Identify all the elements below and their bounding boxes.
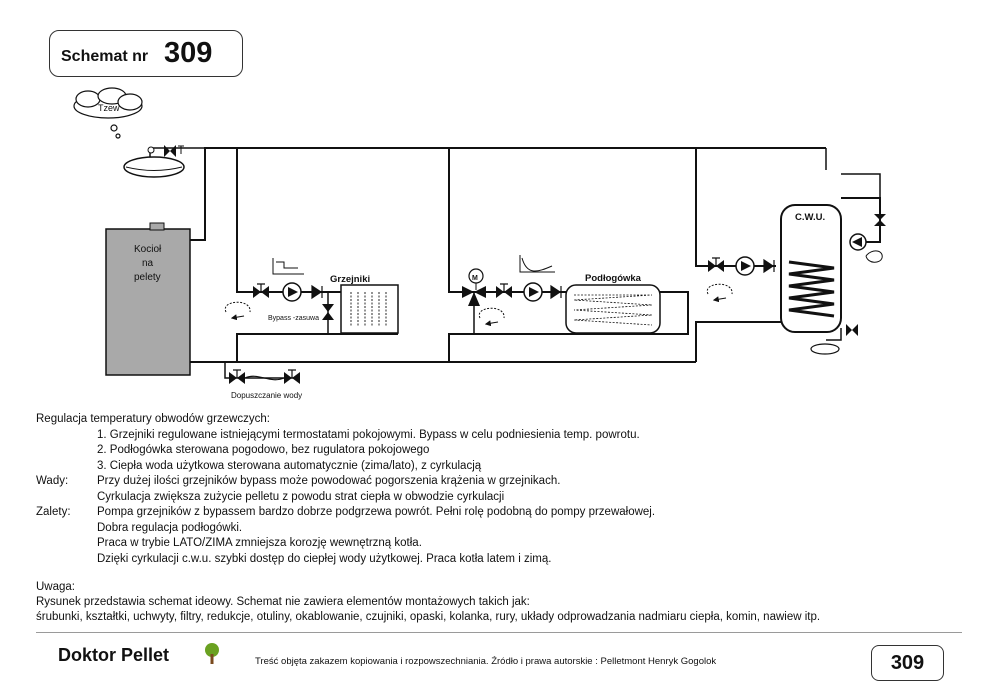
mixing-valve-motor-label: M — [472, 275, 478, 282]
dhw-check-valve-icon — [763, 258, 775, 274]
radiator-pump-icon — [282, 282, 302, 302]
floor-check-valve-icon — [550, 284, 562, 300]
fill-label: Dopuszczanie wody — [231, 391, 302, 400]
floor-valve-icon — [496, 283, 512, 298]
boiler — [105, 228, 191, 376]
heating-diagram: Tzew Kocioł na pelety Grzejniki Bypass -… — [73, 87, 886, 400]
dhw-safety-valve-icon — [846, 324, 858, 336]
note-line: Rysunek przedstawia schemat ideowy. Sche… — [36, 596, 530, 608]
circulation-loop-icon — [865, 250, 883, 263]
title-label: Schemat nr — [61, 48, 149, 65]
brand-logo-text: Doktor Pellet — [58, 645, 170, 665]
boiler-label-line1: Kocioł — [134, 244, 162, 255]
description-row: 3. Ciepła woda użytkowa sterowana automa… — [97, 459, 482, 472]
floor-supply — [448, 148, 566, 293]
radiator-valve-icon — [253, 283, 269, 298]
dhw-top-valve-icon — [874, 214, 886, 226]
floor-label: Podłogówka — [585, 273, 642, 284]
cloud-label: Tzew — [98, 103, 120, 113]
radiator-flow-arrow — [224, 301, 251, 313]
dhw-pump-icon — [735, 256, 755, 276]
boiler-label-line3: pelety — [134, 272, 161, 283]
tree-logo-icon — [205, 643, 219, 664]
bypass-label: Bypass -zasuwa — [268, 315, 319, 322]
floor-heating-panel — [565, 284, 661, 334]
description-row: 1. Grzejniki regulowane istniejącymi ter… — [97, 428, 640, 441]
description-row: Dobra regulacja podłogówki. — [97, 521, 243, 534]
floor-return — [448, 291, 689, 362]
radiator — [340, 284, 399, 334]
weather-curve-graph-icon — [519, 255, 555, 273]
dhw-label: C.W.U. — [795, 212, 825, 223]
dhw-right-pipe — [841, 173, 881, 198]
title-number: 309 — [164, 37, 213, 69]
description-row: Zalety:Pompa grzejników z bypassem bardz… — [36, 506, 656, 518]
description-row: Praca w trybie LATO/ZIMA zmniejsza koroz… — [97, 537, 422, 549]
copyright-text: Treść objęta zakazem kopiowania i rozpow… — [255, 656, 717, 667]
description-row: Wady:Przy dużej ilości grzejników bypass… — [36, 475, 561, 487]
dhw-valve-icon — [708, 257, 724, 272]
check-valve-icon — [311, 284, 323, 300]
boiler-sensor — [149, 222, 165, 231]
cloud-icon — [73, 87, 143, 139]
description-row: Regulacja temperatury obwodów grzewczych… — [36, 413, 270, 425]
room-thermostat-graph-icon — [272, 258, 304, 275]
dhw-expansion-tank — [810, 343, 840, 355]
fill-valve-1-icon — [229, 369, 245, 384]
description-row: Cyrkulacja zwiększa zużycie pelletu z po… — [97, 490, 505, 503]
expansion-tank — [123, 156, 185, 178]
circulation-pump-icon — [849, 233, 867, 251]
fill-valve-2-icon — [284, 369, 300, 384]
description-row: Dzięki cyrkulacji c.w.u. szybki dostęp d… — [97, 552, 552, 565]
dhw-return — [695, 321, 781, 362]
footer-divider — [36, 632, 962, 633]
description-row: 2. Podłogówka sterowana pogodowo, bez ru… — [97, 444, 430, 456]
page-number: 309 — [871, 645, 944, 681]
safety-valve-icon — [164, 145, 176, 157]
fill-hose — [244, 375, 285, 381]
boiler-label-line2: na — [142, 258, 154, 269]
floor-flow-arrow — [478, 307, 505, 319]
radiators-label: Grzejniki — [330, 274, 370, 285]
floor-pump-icon — [523, 282, 543, 302]
supply-pipe — [190, 147, 826, 241]
gauge-icon — [147, 146, 155, 154]
dhw-supply — [695, 148, 776, 267]
description: Regulacja temperatury obwodów grzewczych… — [36, 412, 966, 567]
radiator-supply — [236, 148, 342, 293]
bypass-valve-icon — [322, 304, 334, 320]
note: Uwaga: Rysunek przedstawia schemat ideow… — [36, 580, 966, 625]
dhw-cold-in — [826, 328, 842, 341]
fill-pipe — [224, 362, 300, 379]
note-heading: Uwaga: — [36, 581, 75, 593]
note-line: śrubunki, kształtki, uchwyty, filtry, re… — [36, 611, 821, 623]
mixing-valve-icon — [462, 268, 486, 306]
dhw-flow-arrow — [706, 283, 733, 295]
dhw-coil — [788, 260, 835, 318]
title-box: Schemat nr 309 — [49, 30, 243, 77]
